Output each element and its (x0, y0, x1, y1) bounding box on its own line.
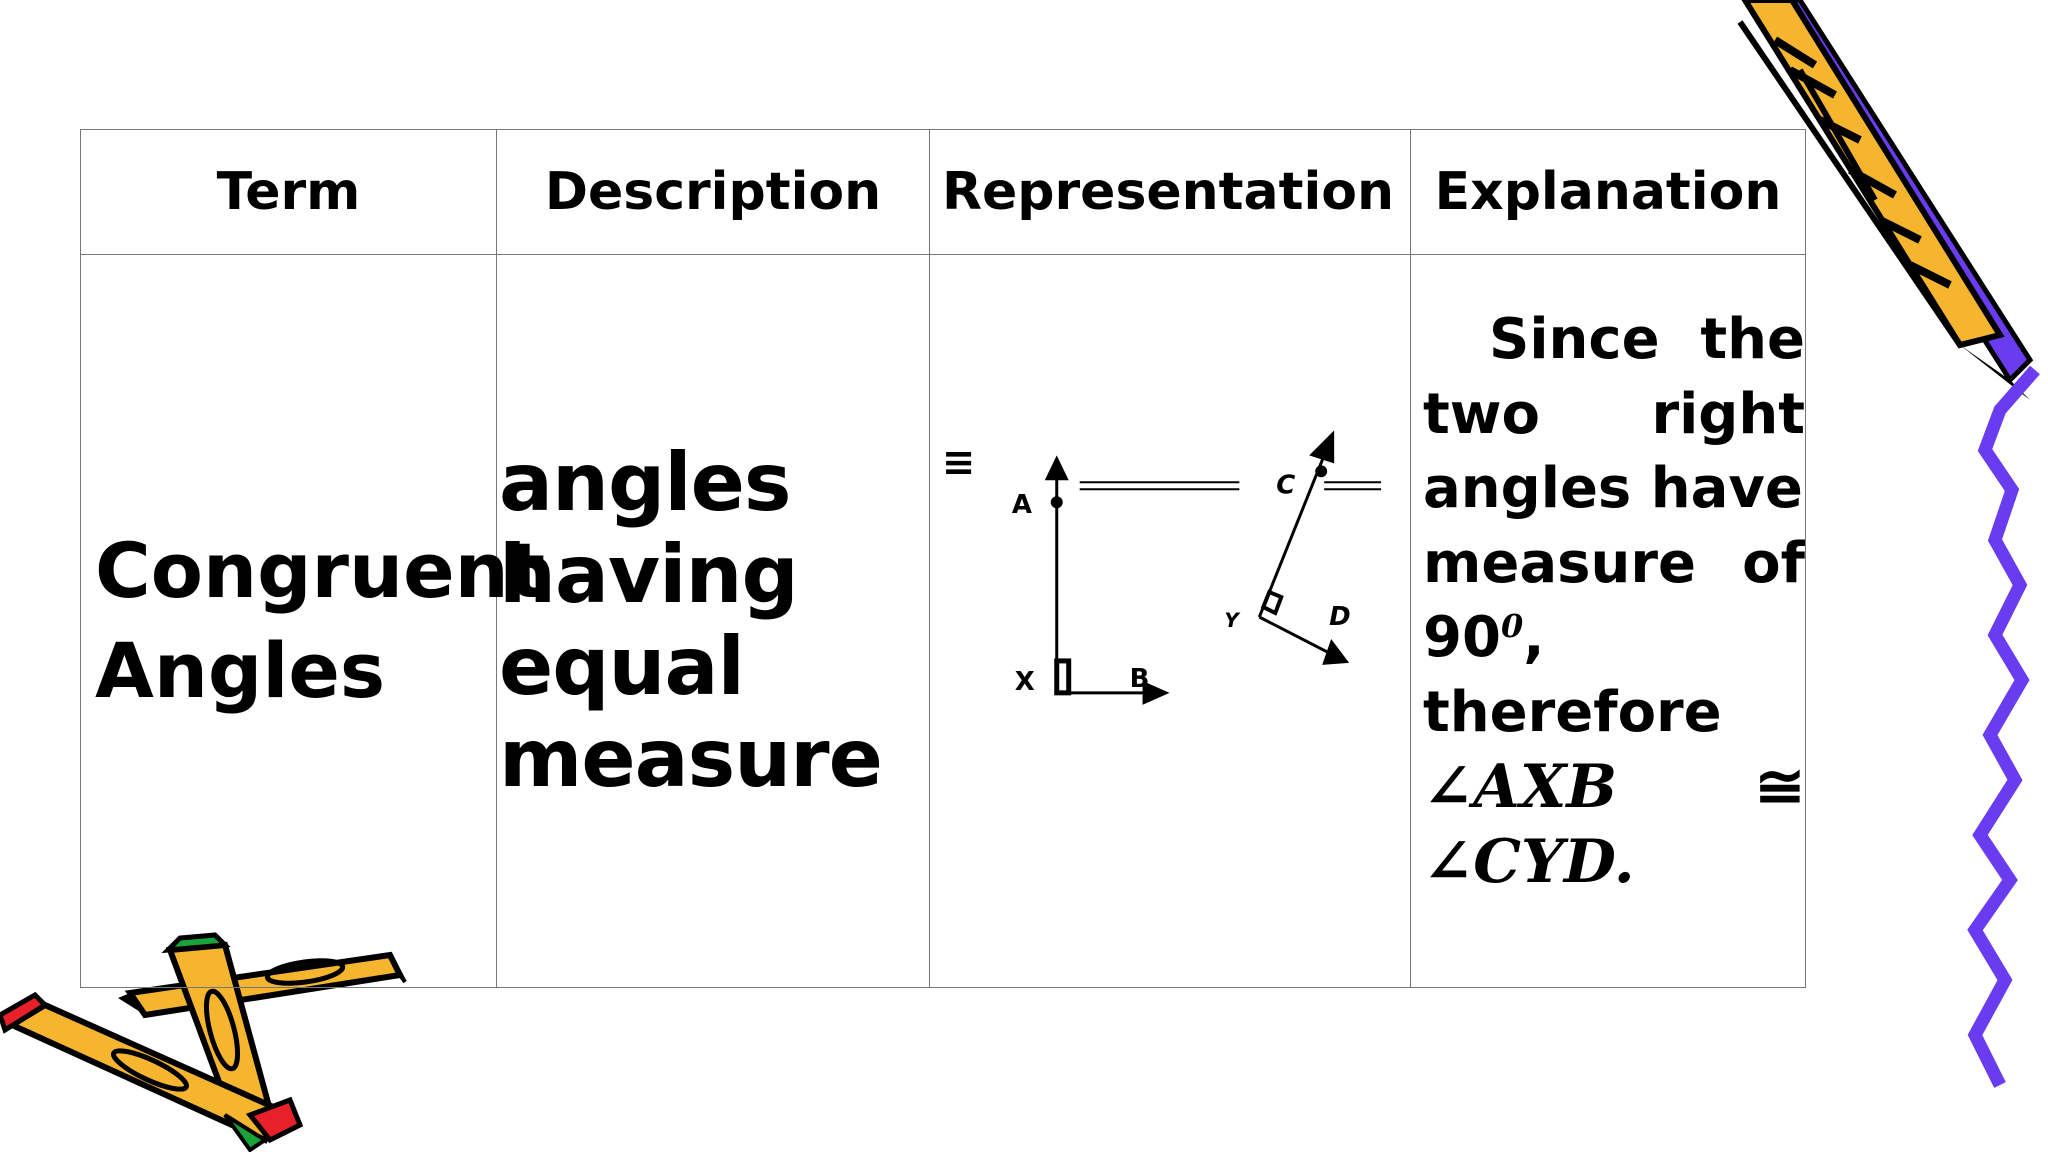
description-line: measure (499, 712, 883, 805)
squiggle-right-icon (1967, 365, 2040, 1088)
table-header-row: Term Description Representation Explanat… (80, 129, 1806, 255)
label-d: D (1329, 602, 1351, 632)
explanation-math-line: ∠AXB ≅ (1423, 752, 1805, 822)
header-representation: Representation (929, 129, 1411, 255)
label-b: B (1130, 664, 1150, 694)
explanation-math-line: ∠CYD. (1423, 826, 1635, 897)
term-line: Angles (95, 626, 386, 715)
description-line: angles (499, 436, 792, 529)
label-x: X (1015, 667, 1035, 697)
explanation-line: angles have a (1423, 456, 1805, 521)
description-line: having equal (499, 528, 799, 713)
table-row: Congruent Angles angles having equal mea… (80, 254, 1806, 988)
label-a: A (1012, 490, 1032, 520)
label-y: Y (1224, 608, 1241, 632)
explanation-line: two right (1423, 381, 1805, 447)
congruent-angles-table: Term Description Representation Explanat… (80, 129, 1806, 988)
explanation-cell: Since the two right angles have a measur… (1410, 254, 1806, 988)
angles-figure: ≡ A X B (942, 430, 1382, 705)
description-cell: angles having equal measure (496, 254, 930, 988)
explanation-line: therefore (1423, 679, 1722, 745)
term-cell: Congruent Angles (80, 254, 546, 988)
explanation-line: Since the (1489, 307, 1805, 372)
explanation-line: measure of (1423, 530, 1805, 596)
header-explanation: Explanation (1410, 129, 1806, 255)
term-line: Congruent (95, 526, 546, 615)
equal-sign: ≡ (942, 439, 975, 485)
label-c: C (1276, 470, 1295, 500)
header-description: Description (496, 129, 930, 255)
angle-axb-diagram: A X B (1012, 455, 1170, 705)
header-term: Term (80, 129, 497, 255)
representation-cell: ≡ A X B (929, 254, 1411, 988)
angle-cyd-diagram: C Y D (1224, 430, 1351, 665)
